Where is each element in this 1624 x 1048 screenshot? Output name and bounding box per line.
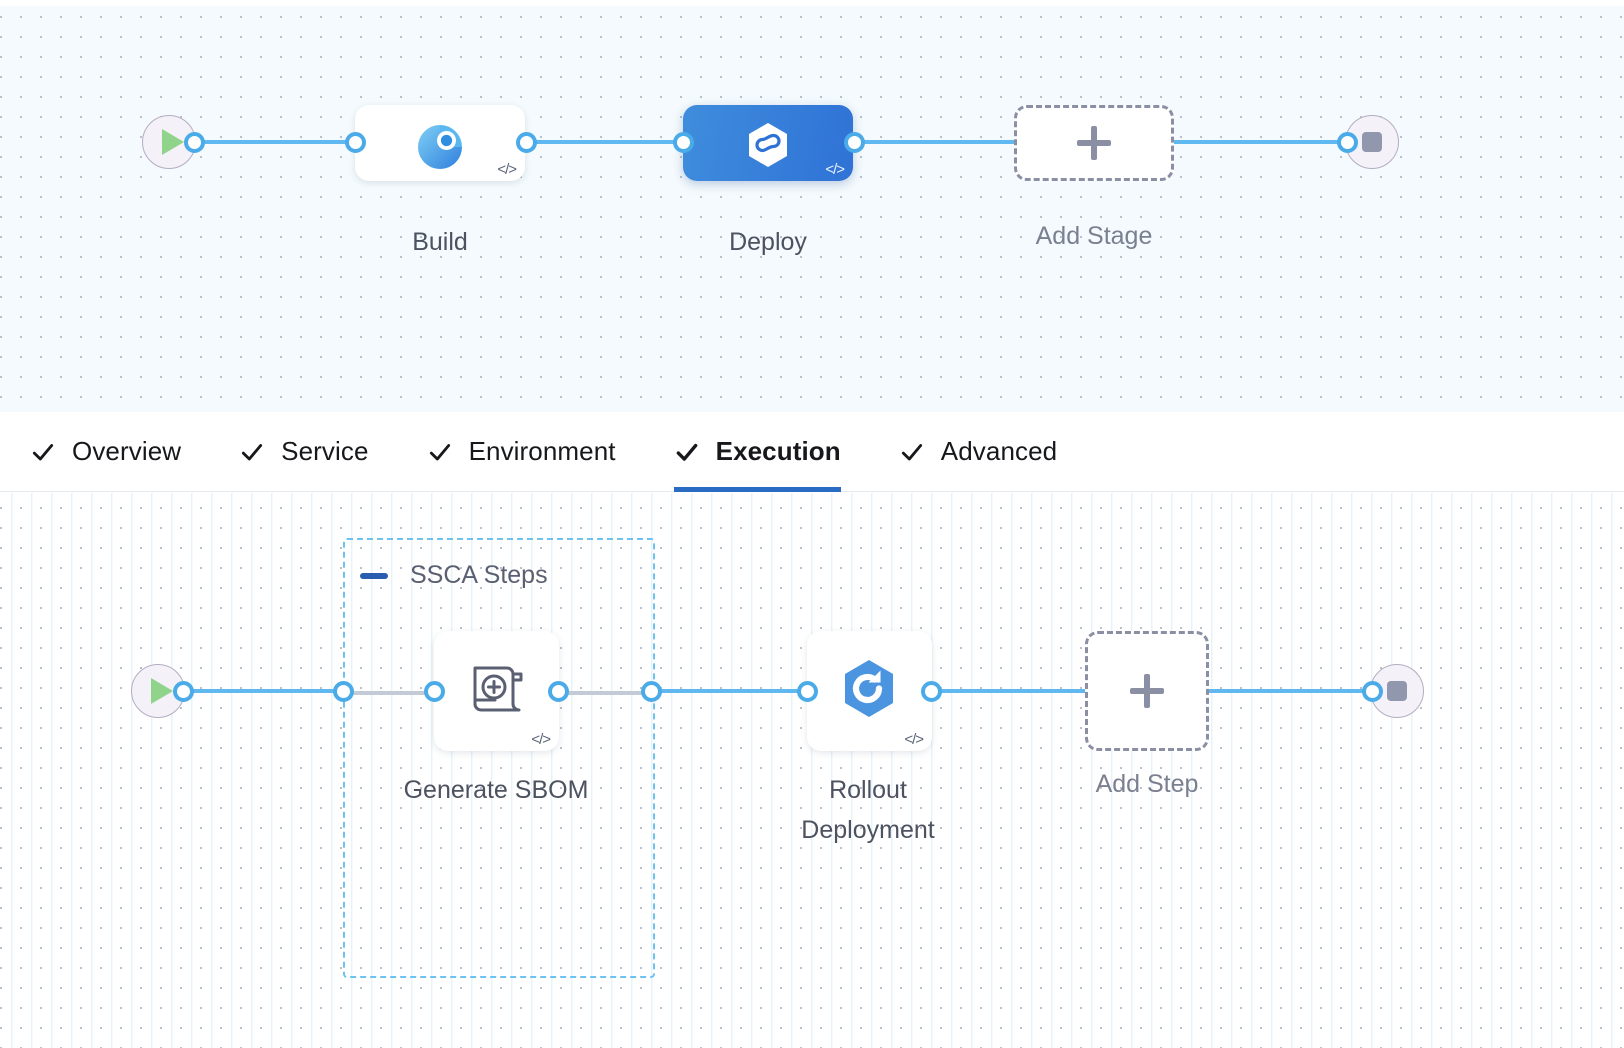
stage-node-deploy-label: Deploy [729, 228, 807, 256]
add-step-label: Add Step [1095, 770, 1199, 798]
stage-graph-canvas[interactable]: </> Build </> Deploy Add Stage [0, 0, 1624, 412]
play-icon [150, 678, 173, 704]
tab-advanced-label: Advanced [940, 436, 1058, 466]
hexagon-rollout-icon [835, 657, 903, 723]
build-pie-icon [414, 121, 466, 173]
group-ssca-steps-title: SSCA Steps [410, 561, 548, 589]
stage-end-port[interactable] [1337, 132, 1358, 153]
check-icon [242, 443, 263, 460]
tab-overview[interactable]: Overview [30, 412, 181, 492]
edge-group-in-to-sbom [350, 691, 440, 695]
tab-service[interactable]: Service [239, 412, 368, 492]
stage-node-build-label: Build [412, 228, 468, 256]
step-node-generate-sbom[interactable]: </> [434, 631, 559, 751]
step-node-rollout-deployment[interactable]: </> [807, 631, 932, 751]
tab-overview-label: Overview [72, 436, 182, 466]
deploy-hexagon-infinity-icon [742, 119, 794, 171]
tab-service-label: Service [281, 436, 369, 466]
generate-sbom-output-port[interactable] [548, 681, 569, 702]
group-ssca-steps-header[interactable]: SSCA Steps [360, 561, 548, 590]
generate-sbom-code-badge[interactable]: </> [531, 731, 551, 748]
execution-start-port[interactable] [173, 681, 194, 702]
group-output-port[interactable] [641, 681, 662, 702]
build-code-badge[interactable]: </> [497, 161, 517, 178]
edge-sbom-to-group-out [560, 691, 655, 695]
deploy-code-badge[interactable]: </> [825, 161, 845, 178]
edge-rollout-to-addstep [925, 689, 1090, 693]
edge-deploy-to-addstage [845, 140, 1035, 144]
rollout-output-port[interactable] [921, 681, 942, 702]
stop-icon [1387, 681, 1407, 701]
stage-deploy-output-port[interactable] [844, 132, 865, 153]
tab-advanced[interactable]: Advanced [899, 412, 1057, 492]
check-icon [32, 443, 54, 460]
edge-start-to-build [188, 140, 363, 144]
edge-addstage-to-end [1155, 140, 1365, 144]
plus-icon [1130, 674, 1164, 708]
plus-icon [1077, 126, 1111, 160]
check-icon [901, 443, 922, 460]
group-ssca-steps[interactable] [343, 538, 655, 978]
check-icon [429, 443, 450, 460]
tab-environment[interactable]: Environment [427, 412, 616, 492]
play-icon [161, 129, 184, 155]
rollout-code-badge[interactable]: </> [904, 731, 924, 748]
generate-sbom-input-port[interactable] [424, 681, 445, 702]
rollout-input-port[interactable] [797, 681, 818, 702]
minus-icon[interactable] [360, 572, 388, 579]
tab-execution-label: Execution [715, 436, 841, 466]
stage-config-tabbar: Overview Service Environment Execution A [0, 412, 1624, 492]
edge-start-to-group [178, 689, 350, 693]
stage-start-node[interactable] [142, 115, 196, 169]
rollout-label-line1: Rollout [829, 776, 907, 804]
edge-group-to-rollout [648, 689, 818, 693]
add-stage-button[interactable] [1014, 105, 1174, 181]
step-node-rollout-deployment-label: Rollout Deployment [768, 770, 968, 850]
group-input-port[interactable] [333, 681, 354, 702]
stage-build-output-port[interactable] [516, 132, 537, 153]
stage-start-port[interactable] [184, 132, 205, 153]
stage-build-input-port[interactable] [345, 132, 366, 153]
rollout-label-line2: Deployment [801, 816, 935, 844]
tab-execution[interactable]: Execution [673, 412, 841, 492]
add-stage-label: Add Stage [1035, 222, 1153, 250]
stop-icon [1362, 132, 1382, 152]
stage-node-build[interactable]: </> [355, 105, 525, 181]
execution-graph-canvas[interactable]: SSCA Steps [0, 493, 1624, 1048]
check-icon [676, 443, 697, 461]
scroll-plus-icon [463, 656, 529, 722]
step-node-generate-sbom-label: Generate SBOM [403, 776, 589, 804]
execution-end-port[interactable] [1362, 681, 1383, 702]
tab-environment-label: Environment [468, 436, 616, 466]
add-step-button[interactable] [1085, 631, 1209, 751]
stage-node-deploy[interactable]: </> [683, 105, 853, 181]
stage-deploy-input-port[interactable] [673, 132, 694, 153]
edge-addstep-to-end [1208, 689, 1373, 693]
